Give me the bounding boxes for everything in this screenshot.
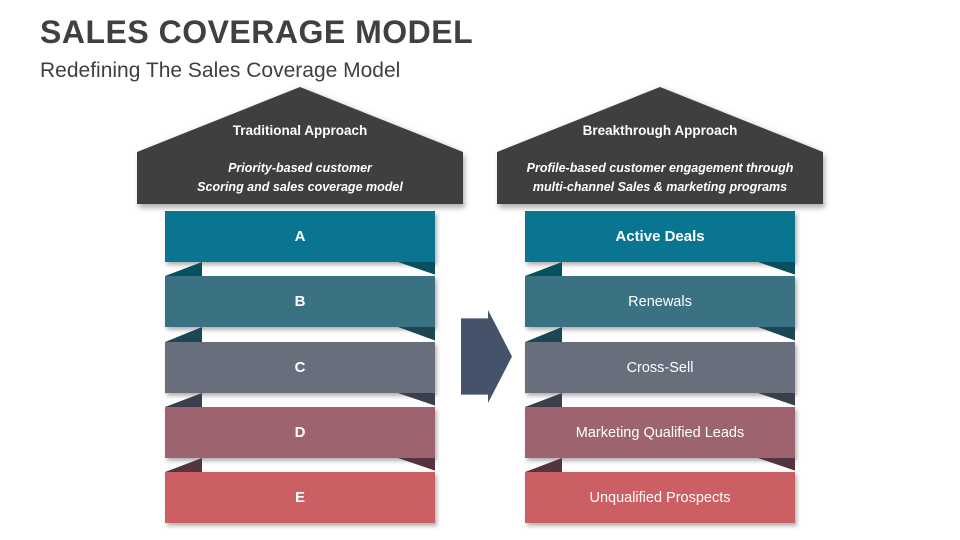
panel-traditional: Traditional Approach Priority-based cust… — [137, 87, 463, 527]
ribbon-fold-right — [758, 458, 795, 471]
ribbon-fold-right — [758, 327, 795, 341]
bar-marketing-qualified-leads: Marketing Qualified Leads — [525, 407, 795, 458]
ribbon-fold-left — [525, 327, 562, 342]
bar-label: E — [294, 489, 305, 506]
roof-description-box: Priority-based customer Scoring and sale… — [137, 152, 463, 204]
roof-description-box: Profile-based customer engagement throug… — [497, 152, 823, 204]
roof-triangle — [497, 87, 823, 152]
roof-description-line: Priority-based customer — [228, 160, 372, 175]
bar-label: Unqualified Prospects — [589, 489, 731, 506]
page-title: SALES COVERAGE MODEL — [40, 14, 474, 50]
roof-triangle-shape — [137, 87, 463, 152]
ribbon-fold-right — [398, 327, 435, 341]
bar-label: Active Deals — [615, 228, 705, 245]
bar-e: E — [165, 472, 435, 523]
bar-label: Marketing Qualified Leads — [575, 424, 745, 441]
roof-title: Traditional Approach — [232, 123, 368, 138]
bar-b: B — [165, 276, 435, 327]
ribbon-fold-left — [165, 262, 202, 276]
bar-label: Renewals — [628, 293, 692, 310]
bar-c: C — [165, 342, 435, 393]
bar-unqualified-prospects: Unqualified Prospects — [525, 472, 795, 523]
ribbon-fold-left — [525, 393, 562, 407]
bar-a: A — [165, 211, 435, 262]
ribbon-fold-right — [398, 458, 435, 471]
ribbon-fold-right — [398, 262, 435, 275]
bar-active-deals: Active Deals — [525, 211, 795, 262]
roof-triangle-shape — [497, 87, 823, 152]
ribbon-fold-left — [165, 458, 202, 472]
ribbon-fold-left — [525, 262, 562, 276]
ribbon-fold-left — [165, 393, 202, 407]
bar-label: B — [294, 293, 306, 310]
bar-label: Cross-Sell — [626, 359, 694, 376]
ribbon-fold-right — [758, 262, 795, 275]
bar-label: C — [294, 359, 306, 376]
ribbon-fold-right — [398, 393, 435, 406]
page-subtitle: Redefining The Sales Coverage Model — [40, 59, 401, 82]
bar-d: D — [165, 407, 435, 458]
ribbon-fold-left — [165, 327, 202, 342]
roof-description-line: multi-channel Sales & marketing programs — [532, 180, 788, 194]
bar-cross-sell: Cross-Sell — [525, 342, 795, 393]
roof-description-line: Profile-based customer engagement throug… — [526, 160, 794, 175]
roof-description-line: Scoring and sales coverage model — [197, 180, 403, 194]
bar-label: A — [294, 228, 306, 245]
ribbon-fold-right — [758, 393, 795, 406]
panel-breakthrough: Breakthrough Approach Profile-based cust… — [497, 87, 823, 527]
roof-triangle — [137, 87, 463, 152]
bar-label: D — [294, 424, 306, 441]
roof-title: Breakthrough Approach — [582, 123, 738, 138]
ribbon-fold-left — [525, 458, 562, 472]
bar-renewals: Renewals — [525, 276, 795, 327]
